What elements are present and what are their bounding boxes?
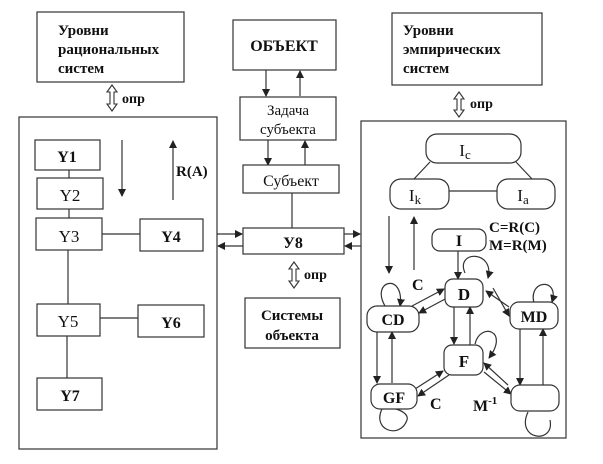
- label-c-bottom: C: [430, 396, 442, 413]
- rational-header-line-3: систем: [58, 61, 104, 77]
- svg-text:субъекта: субъекта: [260, 122, 316, 138]
- svg-text:Субъект: Субъект: [263, 173, 319, 190]
- svg-text:Ik: Ik: [409, 186, 422, 207]
- self-loop-md: [532, 283, 558, 307]
- r-a-label: R(A): [176, 164, 208, 180]
- empirical-header-line-2: эмпирических: [403, 42, 501, 58]
- svg-text:Y3: Y3: [59, 227, 80, 246]
- svg-text:У8: У8: [283, 235, 303, 252]
- self-loop-d: [462, 255, 494, 279]
- opr-double-arrow-right: опр: [452, 91, 493, 118]
- equation-m: M=R(M): [489, 238, 547, 254]
- svg-text:Системы: Системы: [261, 308, 323, 324]
- rational-header-line-2: рациональных: [58, 42, 160, 58]
- node-y3: Y3: [35, 217, 103, 251]
- svg-text:D: D: [458, 285, 470, 304]
- svg-text:ОБЪЕКТ: ОБЪЕКТ: [250, 38, 318, 55]
- node-gf: GF: [370, 383, 418, 410]
- svg-text:Ia: Ia: [517, 186, 529, 207]
- svg-text:Y7: Y7: [60, 388, 80, 405]
- node-cd: CD: [366, 305, 420, 333]
- task-box: Задача субъекта: [239, 96, 337, 141]
- empirical-systems-panel: Ic Ik Ia C=R(C) M=R(M) I C: [360, 120, 567, 439]
- svg-text:F: F: [459, 352, 469, 371]
- svg-text:CD: CD: [381, 312, 404, 329]
- opr-label-left: опр: [122, 92, 145, 107]
- object-box: ОБЪЕКТ: [232, 19, 337, 71]
- node-f: F: [443, 344, 484, 376]
- svg-text:Y4: Y4: [161, 229, 181, 246]
- y8-box: У8: [242, 227, 345, 255]
- label-c-top: C: [412, 277, 424, 294]
- svg-text:Y1: Y1: [57, 149, 77, 166]
- empirical-header-line-3: систем: [403, 61, 449, 77]
- equation-c: C=R(C): [489, 220, 540, 236]
- subject-box: Субъект: [242, 164, 340, 194]
- opr-label-center: опр: [304, 268, 327, 283]
- node-y5: Y5: [36, 303, 101, 337]
- svg-text:MD: MD: [521, 309, 548, 326]
- opr-double-arrow-center: опр: [287, 261, 327, 289]
- svg-text:I: I: [456, 233, 462, 250]
- svg-text:Ic: Ic: [459, 141, 471, 162]
- svg-text:Y5: Y5: [58, 312, 79, 331]
- label-m-inverse: M-1: [473, 395, 497, 415]
- svg-text:Y2: Y2: [60, 186, 81, 205]
- self-loop-cd: [380, 282, 405, 307]
- node-y4: Y4: [139, 218, 204, 252]
- node-ia: Ia: [496, 178, 556, 210]
- empirical-systems-header: Уровни эмпирических систем: [391, 12, 543, 86]
- node-y7: Y7: [36, 377, 103, 411]
- node-ic: Ic: [425, 133, 522, 164]
- node-d: D: [444, 278, 484, 308]
- node-blank: [510, 384, 560, 412]
- opr-label-right: опр: [470, 97, 493, 112]
- svg-text:Y6: Y6: [161, 315, 181, 332]
- rational-systems-panel: R(A) Y1 Y2 Y3 Y4 Y5 Y6 Y7: [18, 116, 218, 450]
- empirical-header-line-1: Уровни: [403, 23, 454, 39]
- svg-text:GF: GF: [383, 390, 405, 407]
- opr-double-arrow-left: опр: [105, 84, 145, 112]
- node-y6: Y6: [137, 304, 205, 338]
- node-i: I: [431, 228, 487, 252]
- object-systems-box: Системы объекта: [244, 297, 341, 349]
- svg-text:объекта: объекта: [265, 328, 319, 344]
- node-md: MD: [509, 301, 559, 330]
- node-ik: Ik: [389, 178, 450, 210]
- node-y1: Y1: [34, 139, 101, 171]
- node-y2: Y2: [36, 177, 104, 210]
- self-loop-blank: [524, 411, 551, 437]
- rational-header-line-1: Уровни: [58, 23, 109, 39]
- rational-systems-header: Уровни рациональных систем: [36, 11, 185, 83]
- self-loop-f: [474, 330, 497, 359]
- svg-text:Задача: Задача: [267, 103, 309, 119]
